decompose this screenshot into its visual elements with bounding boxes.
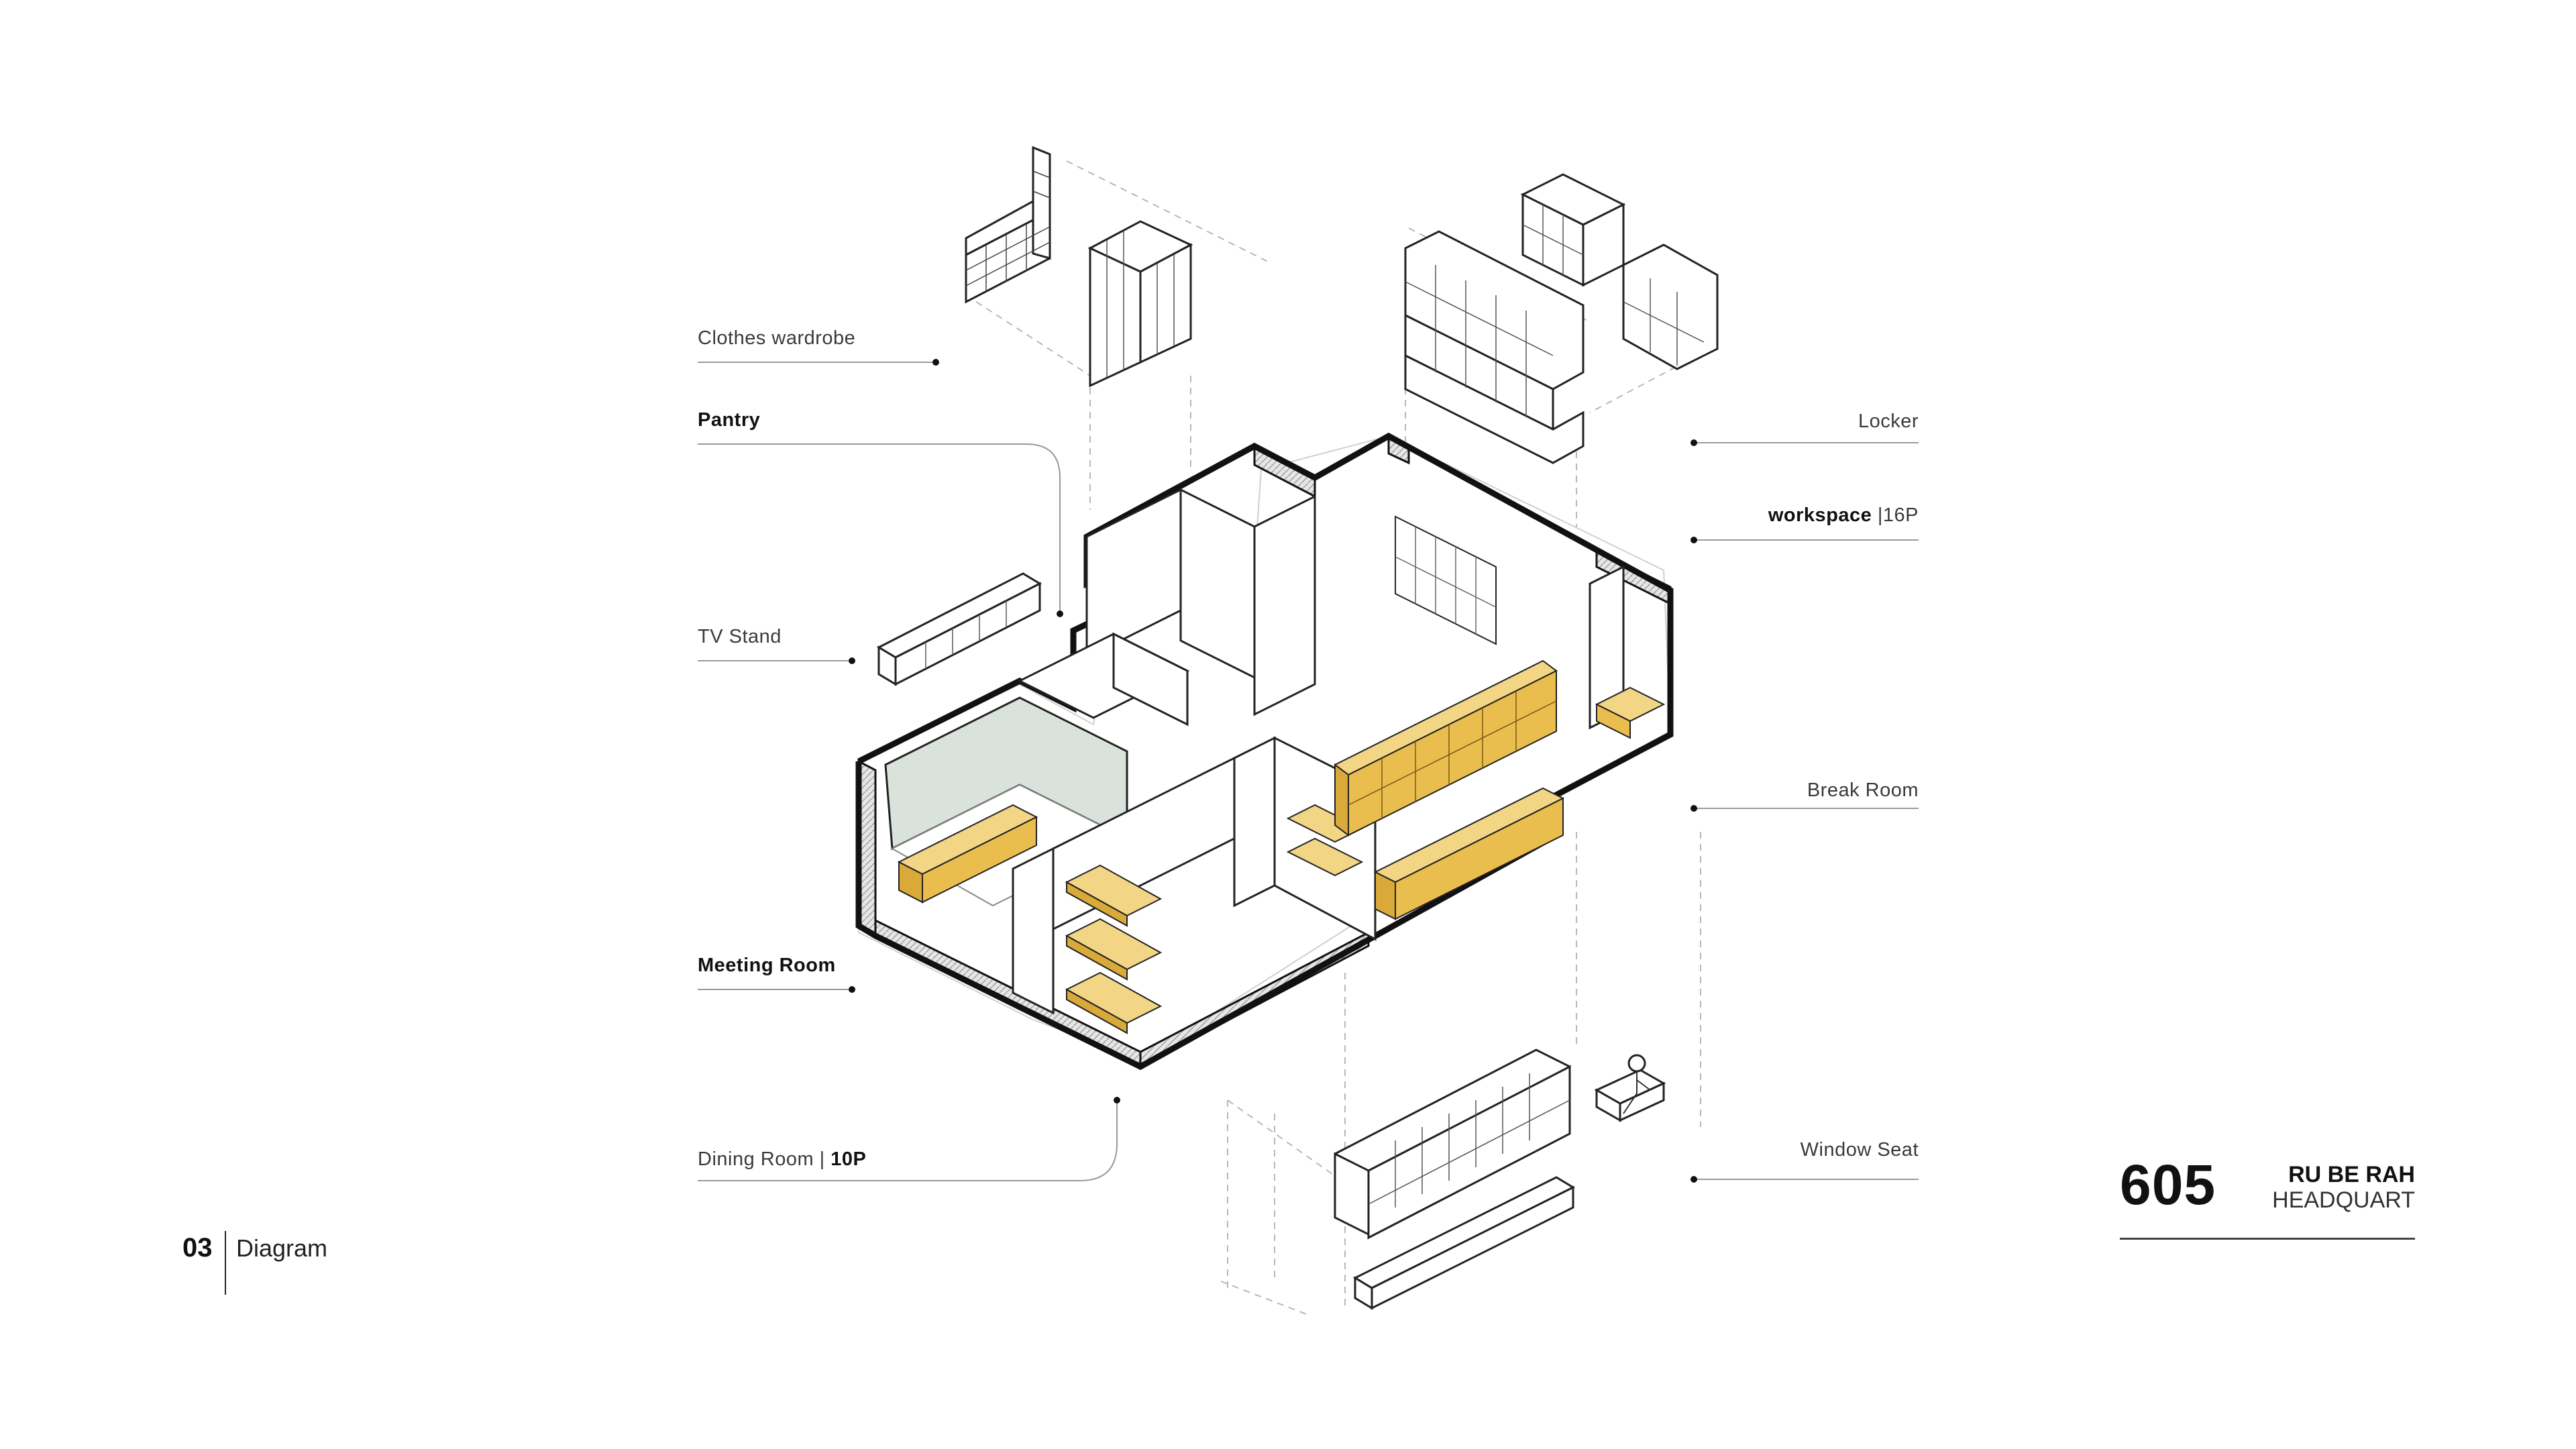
label-tv-stand: TV Stand <box>698 626 782 647</box>
wardrobe-cabinet <box>1087 220 1193 388</box>
page-title: Diagram <box>236 1234 328 1262</box>
leader-lines <box>698 362 1919 1181</box>
label-locker: Locker <box>1858 411 1919 432</box>
label-pantry: Pantry <box>698 409 761 431</box>
label-window-seat: Window Seat <box>1800 1139 1919 1161</box>
label-workspace-capacity: |16P <box>1877 504 1919 526</box>
project-number: 605 <box>2120 1153 2216 1216</box>
label-workspace-text: workspace <box>1768 504 1872 526</box>
leader-dots <box>849 359 1697 1183</box>
label-dining-room: Dining Room | 10P <box>698 1148 866 1171</box>
label-clothes-wardrobe: Clothes wardrobe <box>698 327 856 349</box>
label-workspace: workspace |16P <box>1650 504 1919 527</box>
project-rule <box>2120 1238 2415 1240</box>
label-dining-room-text: Dining Room | <box>698 1148 825 1170</box>
project-name: RU BE RAH <box>2288 1162 2415 1187</box>
project-subtitle: HEADQUART <box>2272 1187 2415 1213</box>
label-meeting-room: Meeting Room <box>698 955 836 976</box>
wardrobe-shelving-l <box>965 146 1051 304</box>
label-break-room: Break Room <box>1807 780 1919 801</box>
window-seat-unit <box>1334 1049 1666 1310</box>
apartment-shell <box>855 432 1674 1071</box>
page-separator <box>225 1231 226 1295</box>
tv-stand-unit <box>876 572 1042 686</box>
locker-units <box>1404 173 1719 464</box>
page-number: 03 <box>182 1233 213 1263</box>
label-dining-room-capacity: 10P <box>830 1148 867 1170</box>
